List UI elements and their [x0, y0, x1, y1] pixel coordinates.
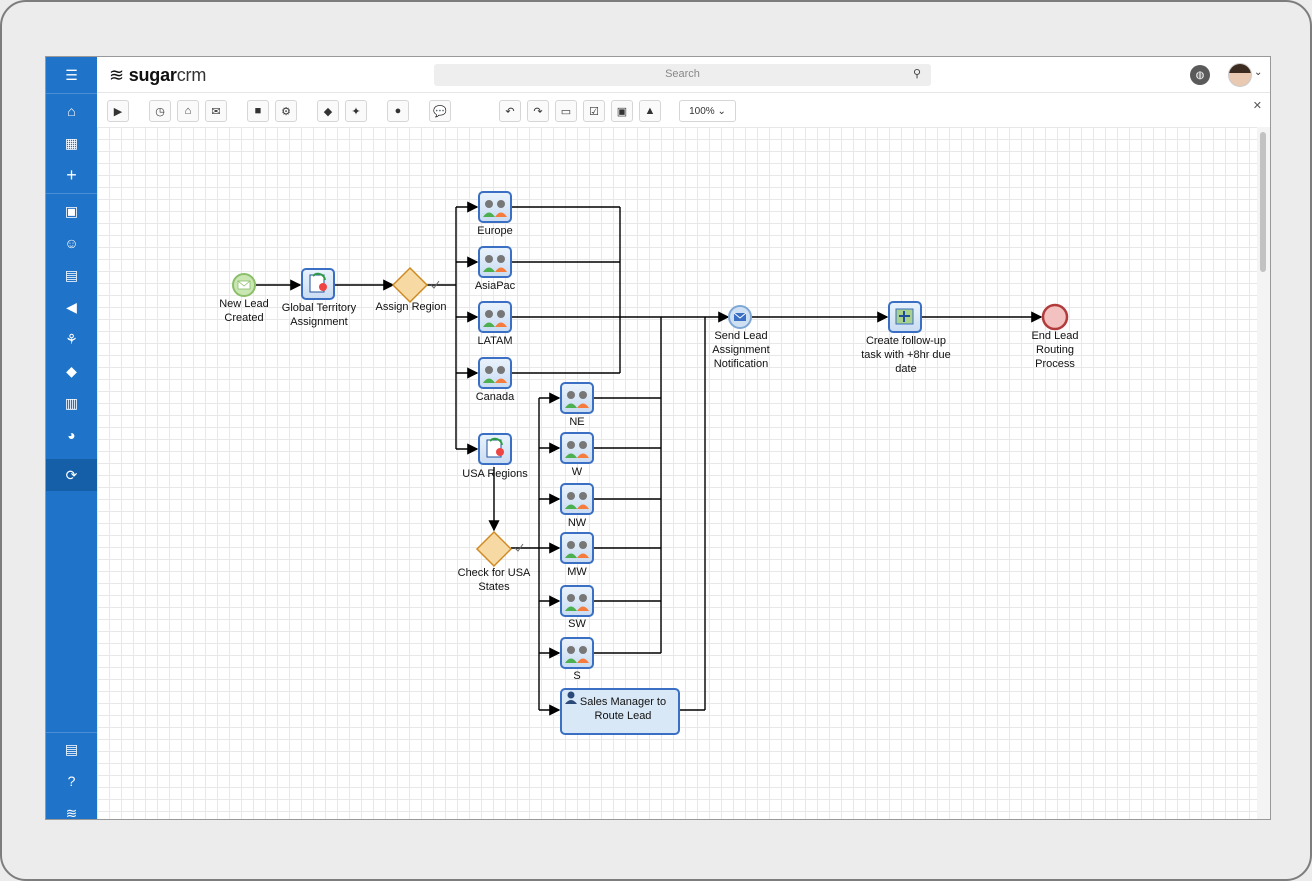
- opportunities-icon[interactable]: ⚘: [65, 330, 78, 347]
- receive-message-tool-icon[interactable]: ⌂: [177, 100, 199, 122]
- notification-bell-icon[interactable]: ◍: [1190, 65, 1210, 85]
- task-nw[interactable]: [560, 483, 594, 515]
- undo-icon[interactable]: ↶: [499, 100, 521, 122]
- help-icon[interactable]: ?: [67, 773, 76, 789]
- layers-icon[interactable]: ≋: [65, 804, 78, 820]
- vertical-scrollbar[interactable]: [1257, 127, 1270, 819]
- documents-icon[interactable]: ▥: [64, 394, 79, 411]
- label-usa-regions: USA Regions: [462, 468, 528, 480]
- label-global-territory: Global Territory Assignment: [281, 302, 357, 328]
- process-diagram: [232, 191, 1069, 735]
- plus-icon[interactable]: +: [66, 164, 77, 185]
- process-canvas[interactable]: New Lead Created Global Territory Assign…: [97, 127, 1257, 819]
- notes-icon[interactable]: ▤: [64, 740, 79, 757]
- redo-icon[interactable]: ↷: [527, 100, 549, 122]
- gateway-assign-region[interactable]: [391, 266, 429, 304]
- start-event[interactable]: [232, 273, 256, 297]
- contacts-icon[interactable]: ☺: [64, 235, 79, 251]
- activity-tool-icon[interactable]: ■: [247, 100, 269, 122]
- validate-icon[interactable]: ☑: [583, 100, 605, 122]
- end-event[interactable]: [1041, 303, 1069, 331]
- start-event-tool-icon[interactable]: ▶: [107, 100, 129, 122]
- gateway-check-usa[interactable]: [475, 530, 513, 568]
- zoom-value: 100%: [689, 105, 715, 117]
- accounts-icon[interactable]: ▣: [64, 202, 79, 219]
- label-w: W: [571, 466, 583, 478]
- campaigns-icon[interactable]: ◀: [66, 298, 77, 315]
- label-latam: LATAM: [477, 335, 513, 347]
- logo-mark-icon: ≋: [109, 65, 124, 85]
- event-send-notification[interactable]: [728, 305, 752, 329]
- label-check-usa: Check for USA States: [457, 567, 531, 593]
- task-mw[interactable]: [560, 532, 594, 564]
- sidebar-divider: [46, 732, 97, 733]
- action-tool-icon[interactable]: ⚙: [275, 100, 297, 122]
- close-icon[interactable]: ✕: [1252, 100, 1262, 112]
- parallel-gateway-tool-icon[interactable]: ✦: [345, 100, 367, 122]
- task-w[interactable]: [560, 432, 594, 464]
- task-followup[interactable]: [888, 301, 922, 333]
- label-europe: Europe: [477, 225, 513, 237]
- chevron-down-icon[interactable]: ⌄: [1254, 67, 1263, 78]
- zoom-select[interactable]: 100% ⌄: [679, 100, 736, 122]
- search-icon[interactable]: ⚲: [912, 68, 921, 80]
- menu-icon[interactable]: ☰: [65, 66, 78, 83]
- sidebar-divider: [46, 193, 97, 194]
- app-window: ☰ ⌂ ▦ + ▣ ☺ ▤ ◀ ⚘ ◆ ▥ ◕ ⟳ ▤ ? ≋ ≋ sugarc…: [45, 56, 1271, 820]
- logo-bold-text: sugar: [128, 65, 177, 85]
- label-asiapac: AsiaPac: [474, 280, 516, 292]
- designer-toolbar: ▶ ◷ ⌂ ✉ ■ ⚙ ◆ ✦ ● 💬 ↶ ↷ ▭ ☑ ▣ ▲ 100% ⌄ ✕: [97, 93, 1270, 127]
- task-usa-regions[interactable]: [478, 433, 512, 465]
- task-canada[interactable]: [478, 357, 512, 389]
- label-assign-region: Assign Region: [375, 301, 447, 313]
- label-mw: MW: [567, 566, 587, 578]
- sidebar: ☰ ⌂ ▦ + ▣ ☺ ▤ ◀ ⚘ ◆ ▥ ◕ ⟳ ▤ ? ≋: [46, 57, 97, 819]
- search-input[interactable]: Search ⚲: [434, 64, 931, 86]
- label-start: New Lead Created: [219, 298, 269, 324]
- warning-icon[interactable]: ▲: [639, 100, 661, 122]
- shield-icon[interactable]: ◆: [66, 362, 77, 379]
- scrollbar-thumb[interactable]: [1260, 132, 1266, 272]
- sugarcrm-logo[interactable]: ≋ sugarcrm: [109, 65, 206, 86]
- end-event-tool-icon[interactable]: ●: [387, 100, 409, 122]
- task-latam[interactable]: [478, 301, 512, 333]
- validate-settings-icon[interactable]: ▣: [611, 100, 633, 122]
- reports-icon[interactable]: ◕: [67, 427, 76, 443]
- label-canada: Canada: [475, 391, 515, 403]
- label-send-notification: Send Lead Assignment Notification: [712, 330, 770, 370]
- label-sales-manager: Sales Manager to Route Lead: [579, 696, 667, 722]
- label-end: End Lead Routing Process: [1031, 330, 1079, 370]
- leads-icon[interactable]: ▤: [64, 266, 79, 283]
- timer-event-tool-icon[interactable]: ◷: [149, 100, 171, 122]
- exclusive-gateway-tool-icon[interactable]: ◆: [317, 100, 339, 122]
- comment-tool-icon[interactable]: 💬: [429, 100, 451, 122]
- label-ne: NE: [569, 416, 585, 428]
- label-followup: Create follow-up task with +8hr due date: [861, 335, 951, 375]
- task-sales-manager[interactable]: [560, 688, 680, 735]
- send-message-tool-icon[interactable]: ✉: [205, 100, 227, 122]
- task-asiapac[interactable]: [478, 246, 512, 278]
- process-definitions-icon[interactable]: ⟳: [46, 459, 97, 491]
- save-icon[interactable]: ▭: [555, 100, 577, 122]
- home-icon[interactable]: ⌂: [67, 103, 76, 119]
- sidebar-divider: [46, 93, 97, 94]
- task-s[interactable]: [560, 637, 594, 669]
- top-bar: ≋ sugarcrm Search ⚲ ◍ ⌄: [97, 57, 1270, 93]
- label-sw: SW: [568, 618, 586, 630]
- task-sw[interactable]: [560, 585, 594, 617]
- task-global-territory[interactable]: [301, 268, 335, 300]
- task-ne[interactable]: [560, 382, 594, 414]
- label-nw: NW: [567, 517, 587, 529]
- search-placeholder: Search: [665, 68, 700, 80]
- logo-light-text: crm: [176, 65, 207, 85]
- user-avatar[interactable]: [1228, 63, 1252, 87]
- label-s: S: [573, 670, 581, 682]
- calendar-icon[interactable]: ▦: [64, 134, 79, 151]
- task-europe[interactable]: [478, 191, 512, 223]
